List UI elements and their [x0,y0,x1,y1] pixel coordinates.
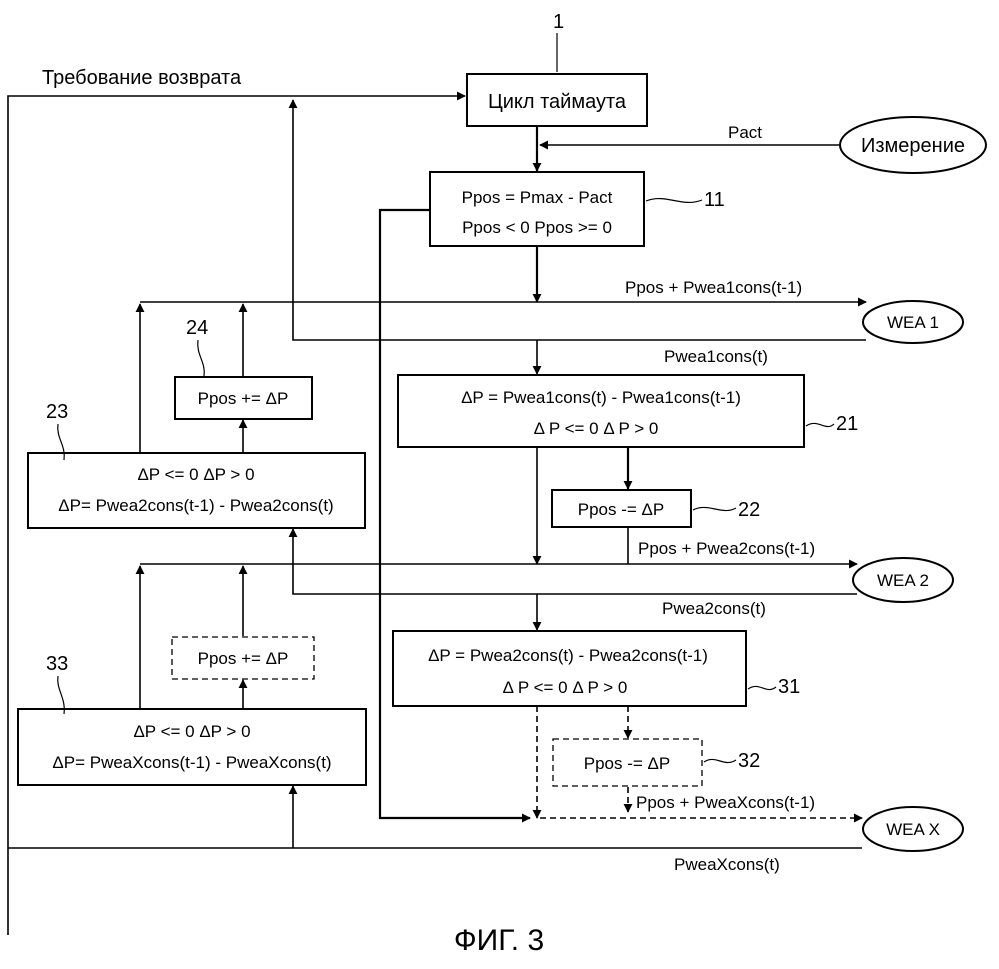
box-timeout-loop: Цикл таймаута [467,74,647,126]
box-21: ΔP = Pwea1cons(t) - Pwea1cons(t-1) Δ P <… [398,375,804,447]
to-wea1-label: Ppos + Pwea1cons(t-1) [625,278,802,297]
ellipse-weax: WEA X [863,807,963,851]
timeout-loop-label: Цикл таймаута [488,91,627,113]
ref-32-leader [704,759,736,762]
b32-label: Ppos -= ΔP [584,754,670,773]
b31-line2: Δ P <= 0 Δ P > 0 [503,678,628,697]
return-request-label: Требование возврата [42,67,242,89]
ellipse-wea2: WEA 2 [853,558,953,602]
b33-line1: ΔP <= 0 ΔP > 0 [133,722,250,741]
box-22: Ppos -= ΔP [552,490,691,527]
ref-11: 11 [704,189,725,211]
ref-24: 24 [186,317,208,339]
box-11: Ppos = Pmax - Pact Ppos < 0 Ppos >= 0 [430,172,644,246]
box-24: Ppos += ΔP [175,377,312,419]
ref-33: 33 [46,653,68,675]
box-32: Ppos -= ΔP [553,739,702,786]
pact-label: Pact [728,123,762,142]
ref-24-leader [198,340,205,376]
b23-line2: ΔP= Pwea2cons(t-1) - Pwea2cons(t) [58,496,333,515]
box-31: ΔP = Pwea2cons(t) - Pwea2cons(t-1) Δ P <… [393,631,746,706]
b11-line1: Ppos = Pmax - Pact [462,188,613,207]
from-wea2-label: Pwea2cons(t) [662,599,766,618]
to-weax-label: Ppos + PweaXcons(t-1) [636,793,815,812]
b31-line1: ΔP = Pwea2cons(t) - Pwea2cons(t-1) [428,646,708,665]
ref-32: 32 [738,750,760,772]
b23-line1: ΔP <= 0 ΔP > 0 [137,465,254,484]
b21-line1: ΔP = Pwea1cons(t) - Pwea1cons(t-1) [461,388,741,407]
box-33: ΔP <= 0 ΔP > 0 ΔP= PweaXcons(t-1) - Pwea… [18,709,366,785]
ellipse-wea1: WEA 1 [863,301,963,343]
from-wea1-label: Pwea1cons(t) [664,347,768,366]
ref-22: 22 [738,499,760,521]
b22-label: Ppos -= ΔP [578,500,664,519]
ref-22-leader [693,507,736,510]
wea2-label: WEA 2 [877,571,929,590]
ref-21-leader [806,423,834,426]
b33-line2: ΔP= PweaXcons(t-1) - PweaXcons(t) [52,753,331,772]
box-23: ΔP <= 0 ΔP > 0 ΔP= Pwea2cons(t-1) - Pwea… [28,453,365,528]
from-weax-label: PweaXcons(t) [674,855,780,874]
ref-31-leader [748,686,776,689]
ref-1: 1 [553,11,564,33]
b11-line2: Ppos < 0 Ppos >= 0 [462,218,612,237]
figure-caption: ФИГ. 3 [454,924,544,957]
measurement-label: Измерение [861,135,965,157]
ellipse-measurement: Измерение [840,117,986,173]
b21-line2: Δ P <= 0 Δ P > 0 [534,419,659,438]
b34-label: Ppos += ΔP [198,649,289,668]
ref-31: 31 [778,676,800,698]
ref-21: 21 [836,413,858,435]
ref-11-leader [646,199,702,203]
weax-label: WEA X [886,820,940,839]
ref-23: 23 [46,401,68,423]
wea1-label: WEA 1 [887,313,939,332]
b24-label: Ppos += ΔP [198,389,289,408]
to-wea2-label: Ppos + Pwea2cons(t-1) [638,539,815,558]
box-34: Ppos += ΔP [172,637,314,679]
